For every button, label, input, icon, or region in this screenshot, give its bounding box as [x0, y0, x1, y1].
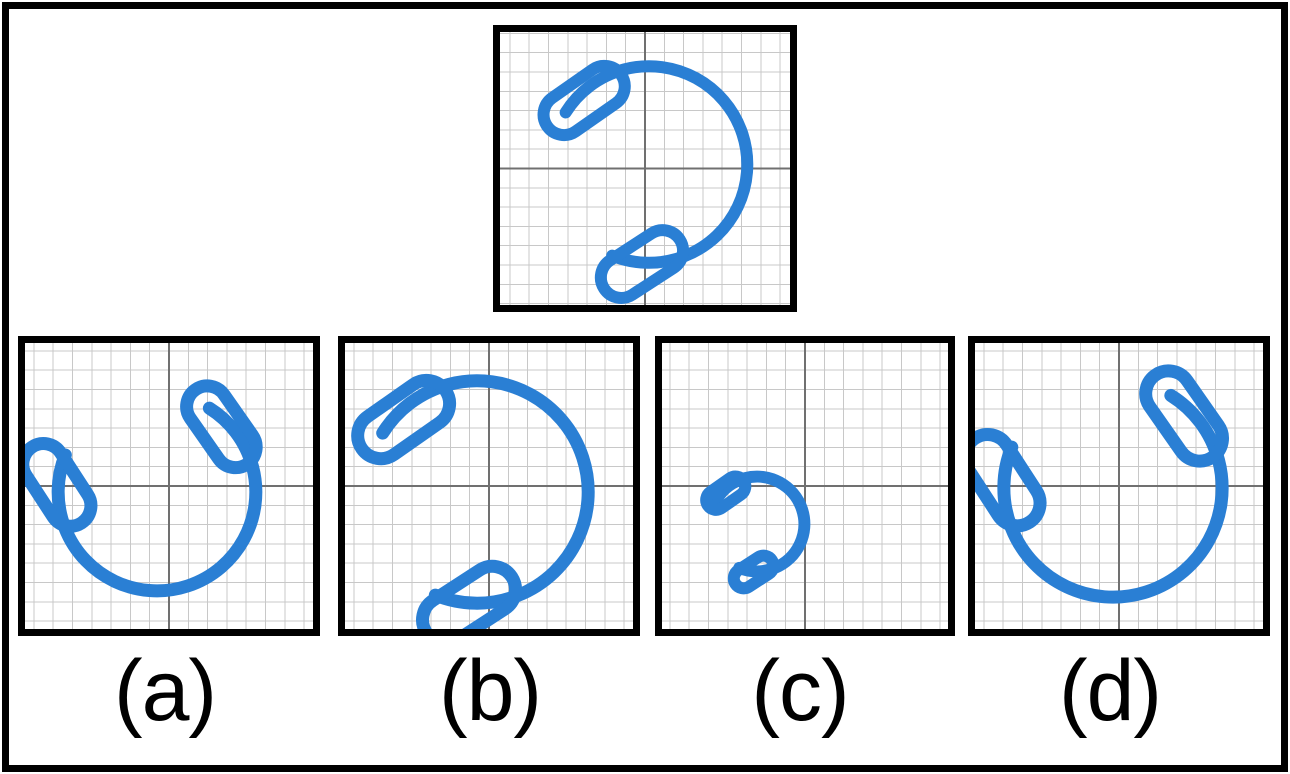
option-panel-b[interactable]: [338, 336, 640, 636]
shape-d: [975, 364, 1229, 604]
option-panel-d[interactable]: [968, 336, 1270, 636]
shape-b: [351, 373, 595, 629]
shape-a: [25, 379, 263, 598]
option-label-d: (d): [1058, 643, 1162, 739]
option-panel-a[interactable]: [18, 336, 320, 636]
grid-d: [975, 343, 1263, 629]
option-label-a: (a): [113, 643, 217, 739]
option-label-b: (b): [438, 643, 542, 739]
shape-reference: [537, 59, 754, 304]
option-label-c: (c): [751, 643, 849, 739]
reference-panel: [493, 25, 797, 312]
shape-c: [700, 470, 811, 595]
option-panel-c[interactable]: [655, 336, 955, 636]
